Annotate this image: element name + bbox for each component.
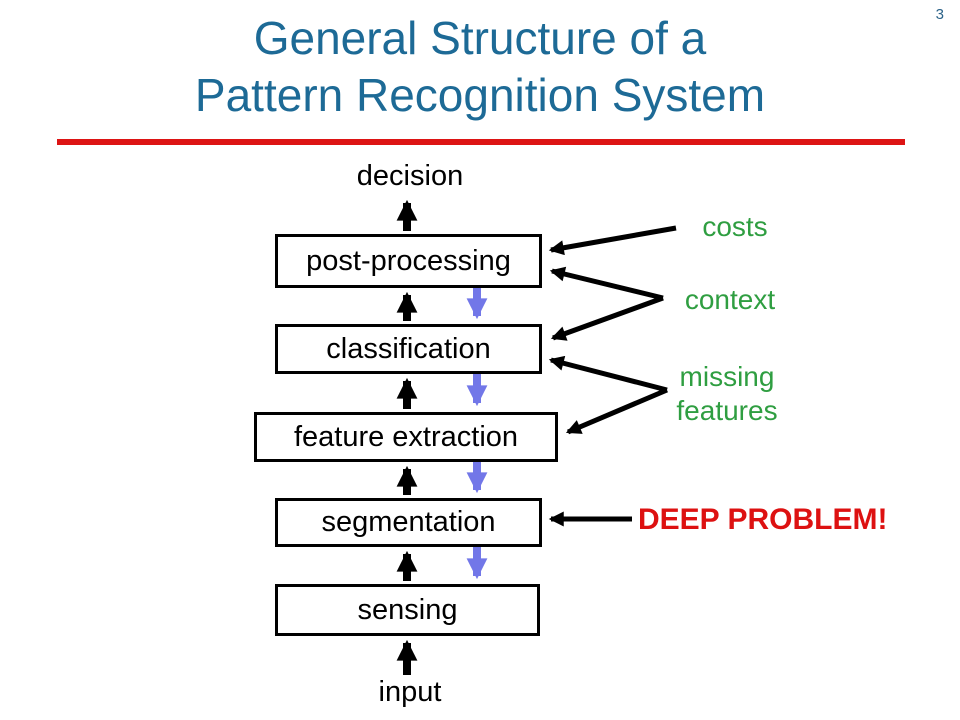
slide-title: General Structure of a Pattern Recogniti…	[0, 10, 960, 124]
box-feature-extraction-label: feature extraction	[293, 420, 519, 453]
box-sensing-label: sensing	[357, 593, 458, 626]
annotation-missing-features-line1: missing	[679, 361, 775, 392]
box-post-processing: post-processing	[275, 234, 542, 288]
slide-title-line2: Pattern Recognition System	[194, 69, 766, 121]
box-post-processing-label: post-processing	[306, 244, 511, 277]
box-segmentation: segmentation	[275, 498, 542, 547]
box-classification: classification	[275, 324, 542, 374]
input-label: input	[378, 676, 442, 708]
arrow-context-to-classification	[550, 295, 664, 341]
box-classification-label: classification	[326, 332, 491, 365]
arrow-missingfeatures-to-classification	[548, 355, 668, 393]
annotation-missing-features-line2: features	[676, 395, 778, 426]
arrow-missingfeatures-to-featureextraction	[565, 387, 668, 435]
box-feature-extraction: feature extraction	[254, 412, 558, 462]
page-number: 3	[935, 6, 944, 23]
annotation-deep-problem: DEEP PROBLEM!	[638, 503, 888, 536]
decision-label: decision	[356, 160, 464, 192]
annotation-costs: costs	[702, 211, 768, 242]
arrow-costs-to-postprocessing	[548, 225, 677, 256]
annotation-missing-features: missing features	[647, 360, 807, 428]
box-sensing: sensing	[275, 584, 540, 636]
arrow-context-to-postprocessing	[549, 266, 664, 301]
annotation-context: context	[684, 284, 776, 315]
slide-title-line1: General Structure of a	[253, 12, 707, 64]
title-divider	[57, 139, 905, 145]
box-segmentation-label: segmentation	[321, 506, 496, 538]
